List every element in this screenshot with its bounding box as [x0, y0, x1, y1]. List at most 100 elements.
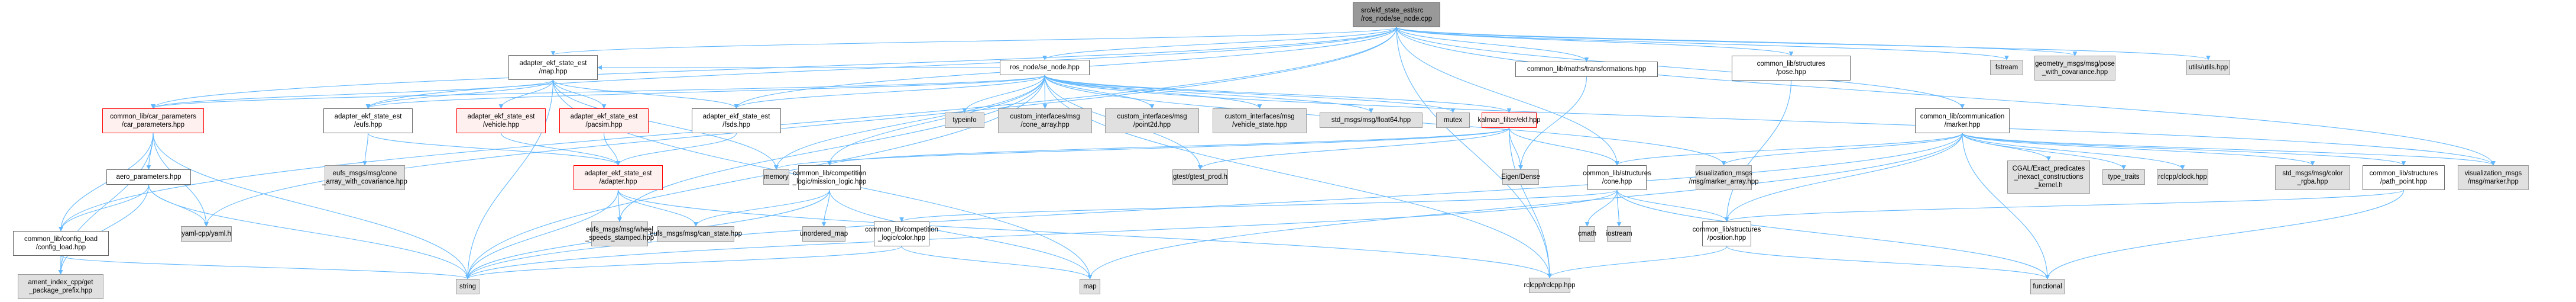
edge-se_node_hpp-to-point2d — [1044, 75, 1155, 109]
edge-cone-to-color — [899, 189, 1618, 222]
edge-ekf-to-gtest — [1198, 127, 1510, 170]
node-ament-get-package-prefix: ament_index_cpp/get _package_prefix.hpp — [18, 274, 103, 299]
node-unordered-map: unordered_map — [800, 226, 848, 242]
node-path-point-hpp[interactable]: common_lib/structures /path_point.hpp — [2363, 165, 2445, 190]
edge-mission_logic-to-unordered_map — [821, 189, 830, 227]
edge-se_node_hpp-to-typeinfo — [962, 75, 1045, 113]
edge-mission_logic-to-string — [465, 189, 830, 279]
edge-root-to-rclcpp — [1396, 27, 1552, 278]
node-yaml-cpp: yaml-cpp/yaml.h — [181, 226, 232, 242]
node-root-se-node-cpp[interactable]: src/ekf_state_est/src /ros_node/se_node.… — [1353, 2, 1440, 27]
edge-marker-to-position — [1724, 133, 1963, 222]
node-can-state-msg: eufs_msgs/msg/can_state.hpp — [650, 226, 742, 242]
edge-fsds-to-adapter — [615, 133, 737, 166]
edge-map_hpp-to-string — [465, 79, 554, 279]
node-visualization-marker-msg: visualization_msgs /msg/marker.hpp — [2458, 165, 2529, 190]
edge-aero-to-config_load — [59, 184, 150, 232]
edge-root-to-utils — [1396, 27, 2211, 60]
node-utils-hpp: utils/utils.hpp — [2186, 60, 2230, 75]
edge-adapter-to-can_state — [617, 189, 698, 227]
edge-path_point-to-functional — [2045, 189, 2405, 279]
edge-map_hpp-to-eufs — [365, 79, 554, 109]
node-pacsim-hpp[interactable]: adapter_ekf_state_est /pacsim.hpp — [559, 108, 649, 133]
edge-root-to-map_hpp — [551, 27, 1397, 56]
edge-marker-to-viz_marker — [1962, 133, 2496, 166]
node-aero-parameters-hpp[interactable]: aero_parameters.hpp — [106, 169, 191, 185]
edge-pacsim-to-adapter — [603, 133, 621, 166]
edge-cone-to-position — [1616, 189, 1729, 222]
node-transformations-hpp[interactable]: common_lib/maths/transformations.hpp — [1515, 62, 1658, 77]
edge-se_node_hpp-to-ekf — [1044, 75, 1512, 113]
edge-transformations-to-eigen — [1518, 76, 1587, 170]
node-type-traits: type_traits — [2102, 169, 2145, 185]
node-mission-logic-hpp[interactable]: common_lib/competition _logic/mission_lo… — [793, 165, 866, 190]
edge-se_node_hpp-to-vehicle_state — [1044, 75, 1262, 109]
node-eufs-hpp[interactable]: adapter_ekf_state_est /eufs.hpp — [323, 108, 413, 133]
edge-se_node_hpp-to-float64 — [1044, 75, 1373, 113]
edge-vehicle-to-adapter — [500, 133, 621, 166]
node-gtest-prod: gtest/gtest_prod.h — [1172, 169, 1228, 185]
edge-root-to-yaml — [204, 27, 1397, 227]
edge-aero-to-ament — [58, 184, 150, 275]
node-ekf-hpp[interactable]: kalman_filter/ekf.hpp — [1477, 113, 1541, 128]
node-string: string — [456, 279, 479, 294]
edge-root-to-pose_cov — [1396, 27, 2077, 56]
edge-adapter-to-wheel_speeds — [617, 189, 622, 222]
node-pose-hpp[interactable]: common_lib/structures /pose.hpp — [1732, 56, 1851, 81]
node-functional: functional — [2030, 279, 2065, 294]
edge-marker-to-type_traits — [1962, 133, 2126, 170]
edge-path_point-to-position — [1724, 189, 2405, 222]
node-fsds-hpp[interactable]: adapter_ekf_state_est /fsds.hpp — [692, 108, 781, 133]
edge-marker-to-string — [465, 133, 1963, 279]
edge-root-to-pose — [1396, 27, 1794, 56]
node-memory: memory — [763, 169, 789, 185]
node-position-hpp[interactable]: common_lib/structures /position.hpp — [1693, 221, 1761, 246]
edge-position-to-functional — [1726, 246, 2050, 279]
edge-root-to-viz_marker — [1396, 27, 2496, 166]
node-map-hpp[interactable]: adapter_ekf_state_est /map.hpp — [508, 55, 598, 80]
node-eufs-cone-array-cov: eufs_msgs/msg/cone _array_with_covarianc… — [322, 165, 407, 190]
node-cone-hpp[interactable]: common_lib/structures /cone.hpp — [1583, 165, 1651, 190]
node-cmath: cmath — [1578, 226, 1596, 242]
edge-cone-to-cmath — [1585, 189, 1618, 227]
edge-root-to-marker — [1396, 27, 1965, 109]
node-color-hpp[interactable]: common_lib/competition _logic/color.hpp — [865, 221, 938, 246]
edge-se_node_hpp-to-mission_logic — [827, 75, 1045, 166]
edge-mission_logic-to-map — [829, 189, 1093, 279]
node-point2d-msg: custom_interfaces/msg /point2d.hpp — [1105, 108, 1199, 133]
edge-cone-to-functional — [1616, 189, 2050, 279]
edge-color-to-string — [465, 246, 902, 279]
node-rclcpp-clock: rclcpp/clock.hpp — [2157, 169, 2208, 185]
node-car-parameters-hpp[interactable]: common_lib/car_parameters /car_parameter… — [102, 108, 204, 133]
edge-adapter-to-string — [465, 189, 619, 279]
edge-se_node_hpp-to-wheel_speeds — [617, 75, 1045, 222]
edge-color-to-map — [901, 246, 1093, 279]
node-float64-msg: std_msgs/msg/float64.hpp — [1320, 113, 1423, 128]
edge-car_params-to-string — [153, 133, 470, 279]
node-config-load-hpp[interactable]: common_lib/config_load /config_load.hpp — [13, 231, 109, 256]
node-marker-hpp[interactable]: common_lib/communication /marker.hpp — [1915, 108, 2010, 133]
edge-se_node_hpp-to-memory — [774, 75, 1045, 170]
edge-marker-to-cone — [1615, 133, 1963, 166]
edge-root-to-transformations — [1396, 27, 1589, 62]
edge-map_hpp-to-vehicle — [498, 79, 554, 109]
edge-eufs-to-eufs_cone_cov — [362, 133, 369, 166]
edge-se_node_hpp-to-rclcpp — [1044, 75, 1552, 278]
node-adapter-hpp[interactable]: adapter_ekf_state_est /adapter.hpp — [573, 165, 663, 190]
edge-ekf-to-cone — [1508, 127, 1619, 166]
edge-map_hpp-to-car_params — [151, 79, 554, 109]
edge-config_load-to-string — [60, 255, 470, 279]
node-vehicle-hpp[interactable]: adapter_ekf_state_est /vehicle.hpp — [456, 108, 546, 133]
edge-map_hpp-to-memory — [552, 79, 779, 170]
edge-se_node_hpp-to-eufs — [365, 75, 1045, 109]
node-fstream: fstream — [1990, 60, 2023, 75]
node-marker-array-msg: visualization_msgs /msg/marker_array.hpp — [1689, 165, 1759, 190]
edge-aero-to-string — [148, 184, 470, 279]
node-vehicle-state-msg: custom_interfaces/msg /vehicle_state.hpp — [1213, 108, 1307, 133]
node-se-node-hpp[interactable]: ros_node/se_node.hpp — [1000, 60, 1090, 75]
node-iostream: iostream — [1606, 226, 1632, 242]
edge-position-to-rclcpp — [1547, 246, 1728, 278]
edge-map_hpp-to-fsds — [552, 79, 739, 109]
node-rclcpp-hpp: rclcpp/rclcpp.hpp — [1524, 278, 1575, 293]
